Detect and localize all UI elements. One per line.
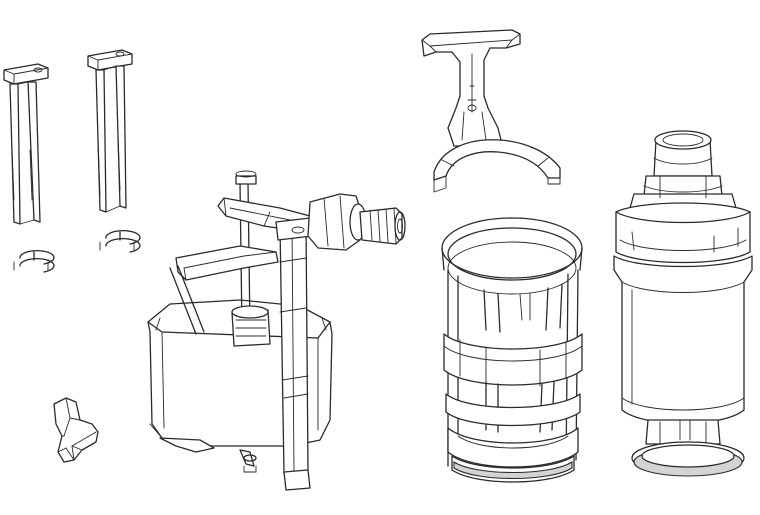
small-clip xyxy=(53,397,99,463)
fill-valve xyxy=(147,170,406,491)
flush-valve xyxy=(613,130,753,477)
guide-rod-right xyxy=(87,49,133,213)
cage-cylinder xyxy=(441,217,583,483)
ring-clip-left xyxy=(13,249,55,273)
hanger-bracket xyxy=(421,29,561,193)
ring-clip-right xyxy=(99,229,141,253)
guide-rod-left xyxy=(3,63,49,225)
